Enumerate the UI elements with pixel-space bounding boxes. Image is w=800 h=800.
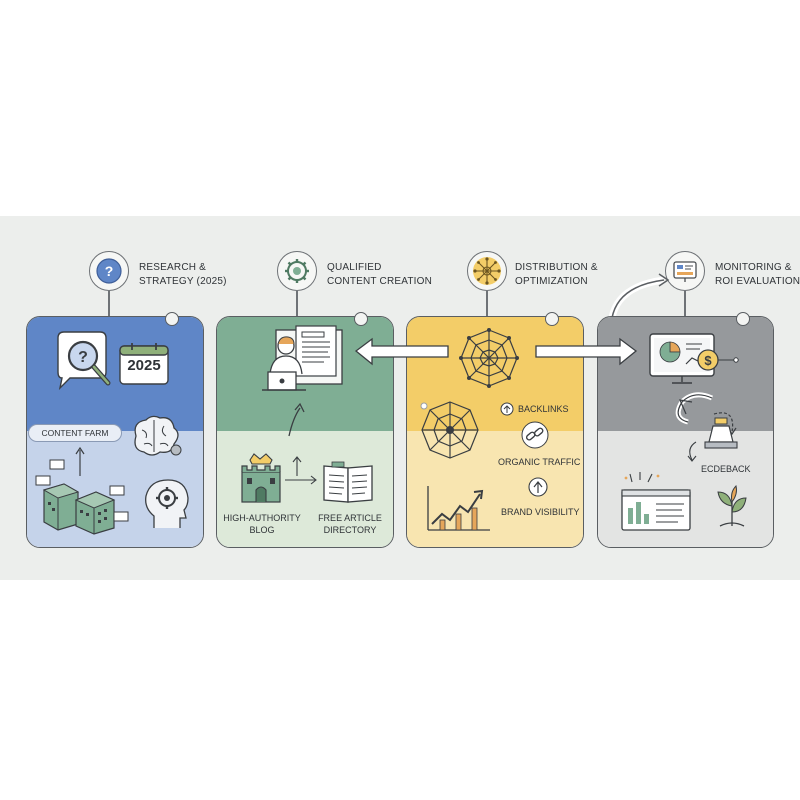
buildings-icon — [35, 446, 129, 535]
stage3-title: Distribution &Optimization — [515, 262, 598, 287]
network-icon — [467, 251, 507, 291]
year-badge: 2025 — [127, 357, 161, 374]
panel4-knob — [736, 312, 750, 326]
stage1-title: Research &Strategy (2025) — [139, 262, 227, 287]
backlinks-label: Backlinks — [518, 404, 569, 414]
head-gear-icon — [145, 479, 189, 528]
svg-text:?: ? — [78, 349, 88, 366]
analytics-window-icon — [621, 472, 691, 531]
writer-laptop-icon — [262, 325, 343, 391]
magnifier-icon: ? — [57, 331, 111, 391]
free-article-directory-label: Free ArticleDirectory — [318, 513, 382, 535]
plant-sprout-icon — [717, 485, 747, 527]
brain-icon — [134, 415, 182, 456]
feedback-bell-icon — [704, 417, 738, 449]
high-authority-blog-label: High-AuthorityBlog — [223, 513, 301, 535]
organic-traffic-label: Organic Traffic — [498, 457, 581, 467]
svg-text:$: $ — [704, 353, 712, 368]
up-arrow — [288, 402, 305, 437]
question-icon: ? — [89, 251, 129, 291]
monitor-roi-icon: $ — [649, 333, 739, 384]
dashboard-icon — [665, 251, 705, 291]
web-network-icon-bottom — [420, 401, 479, 459]
stage3-stem — [486, 291, 488, 317]
stage4-title: Monitoring &ROI Evaluation — [715, 262, 800, 287]
feedback-label: Ecdeback — [701, 464, 751, 474]
stage1-stem — [108, 291, 110, 317]
web-network-icon-top — [459, 328, 519, 388]
feedback-curve-icon — [687, 441, 697, 462]
gear-icon — [277, 251, 317, 291]
panel1-knob — [165, 312, 179, 326]
stage2-title: QualifiedContent Creation — [327, 262, 433, 287]
content-farm-tag: Content Farm — [28, 424, 122, 442]
stage2-stem — [296, 291, 298, 317]
chain-link-icon — [521, 421, 549, 449]
brand-visibility-label: Brand Visibility — [501, 507, 580, 517]
backlinks-icon — [500, 402, 514, 416]
castle-icon — [241, 453, 281, 503]
arrow-up-circle-icon — [528, 477, 548, 497]
right-arrow — [285, 456, 317, 485]
book-icon — [323, 461, 373, 503]
svg-text:?: ? — [104, 263, 113, 279]
panel2-knob — [354, 312, 368, 326]
calendar-icon: 2025 — [118, 342, 170, 386]
feedback-loop-arrow — [675, 392, 737, 436]
stage4-stem — [684, 291, 686, 317]
panel3-knob — [545, 312, 559, 326]
growth-chart-icon — [427, 486, 490, 531]
